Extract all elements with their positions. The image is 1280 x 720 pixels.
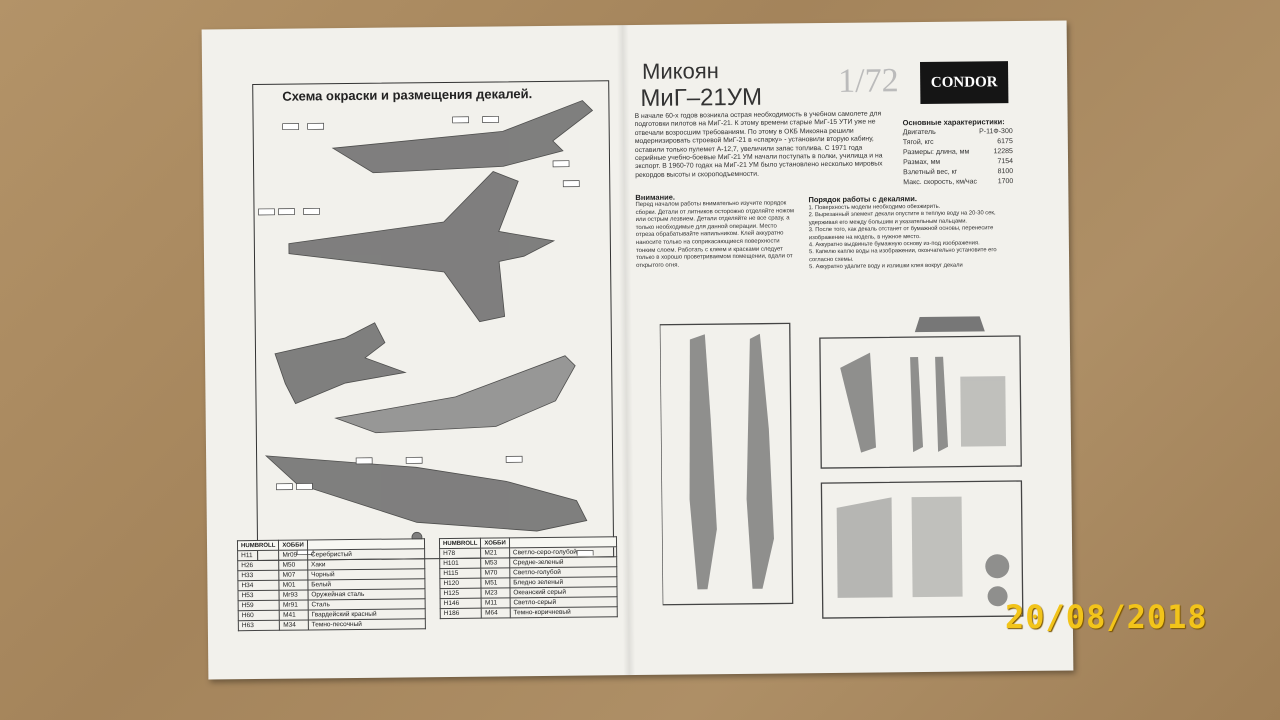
model-name-line2: МиГ–21УМ: [640, 83, 763, 112]
sprue-frame-a: [659, 322, 794, 606]
scale-label: 1/72: [838, 62, 899, 100]
col-humbroll: HUMBROLL: [439, 538, 481, 549]
mig21-side-view-middle: [334, 355, 576, 434]
part-wheel: [987, 586, 1008, 607]
condor-logo: CONDOR: [919, 61, 1009, 105]
aircraft-illustrations: [258, 100, 594, 557]
col-hobby: ХОББИ: [278, 539, 308, 551]
decal-step: 5. Аккуратно удалите воду и излишки клея…: [809, 262, 963, 271]
sprue-frame-b: [819, 335, 1022, 469]
mig21-top-view: [288, 171, 556, 323]
photo-date-stamp: 20/08/2018: [1005, 598, 1208, 636]
fuselage-half-right: [746, 333, 774, 589]
col-humbroll: HUMBROLL: [237, 540, 279, 551]
attention-text: Перед началом работы внимательно изучите…: [635, 200, 795, 269]
part-wing: [840, 352, 877, 453]
part-group: [960, 376, 1007, 447]
attention-title: Внимание.: [635, 192, 676, 203]
part-tail: [836, 497, 893, 598]
specs-title: Основные характеристики:: [902, 117, 1005, 128]
mig21-side-view-bottom: [264, 455, 588, 532]
spec-row: Макс. скорость, км/час 1700: [903, 178, 1014, 187]
sheet-fold: [616, 25, 636, 676]
specs-list: Двигатель Р-11Ф-300 Тягой, кгс 6175 Разм…: [903, 127, 1014, 188]
model-name-line1: Микоян: [641, 58, 720, 84]
mig21-front-view: [274, 322, 407, 405]
part-tank: [935, 356, 949, 452]
intro-text: В начале 60-х годов возникла острая необ…: [634, 110, 883, 179]
mig21-side-view-top: [331, 100, 594, 174]
instruction-sheet: Схема окраски и размещения декалей.: [201, 20, 1074, 680]
sprue-frame-c: [820, 480, 1024, 619]
part-group: [911, 496, 963, 598]
decal-instructions-title: Порядок работы с декалями.: [808, 194, 917, 205]
decal-instructions: 1. Поверхность модели необходимо обезжир…: [808, 203, 1014, 272]
part-tank: [910, 357, 924, 453]
col-hobby: ХОББИ: [480, 537, 510, 549]
part-wheel: [985, 554, 1010, 579]
sprue-illustrations: [659, 316, 1024, 619]
fuselage-half-left: [689, 334, 717, 590]
part-canopy: [914, 316, 985, 333]
